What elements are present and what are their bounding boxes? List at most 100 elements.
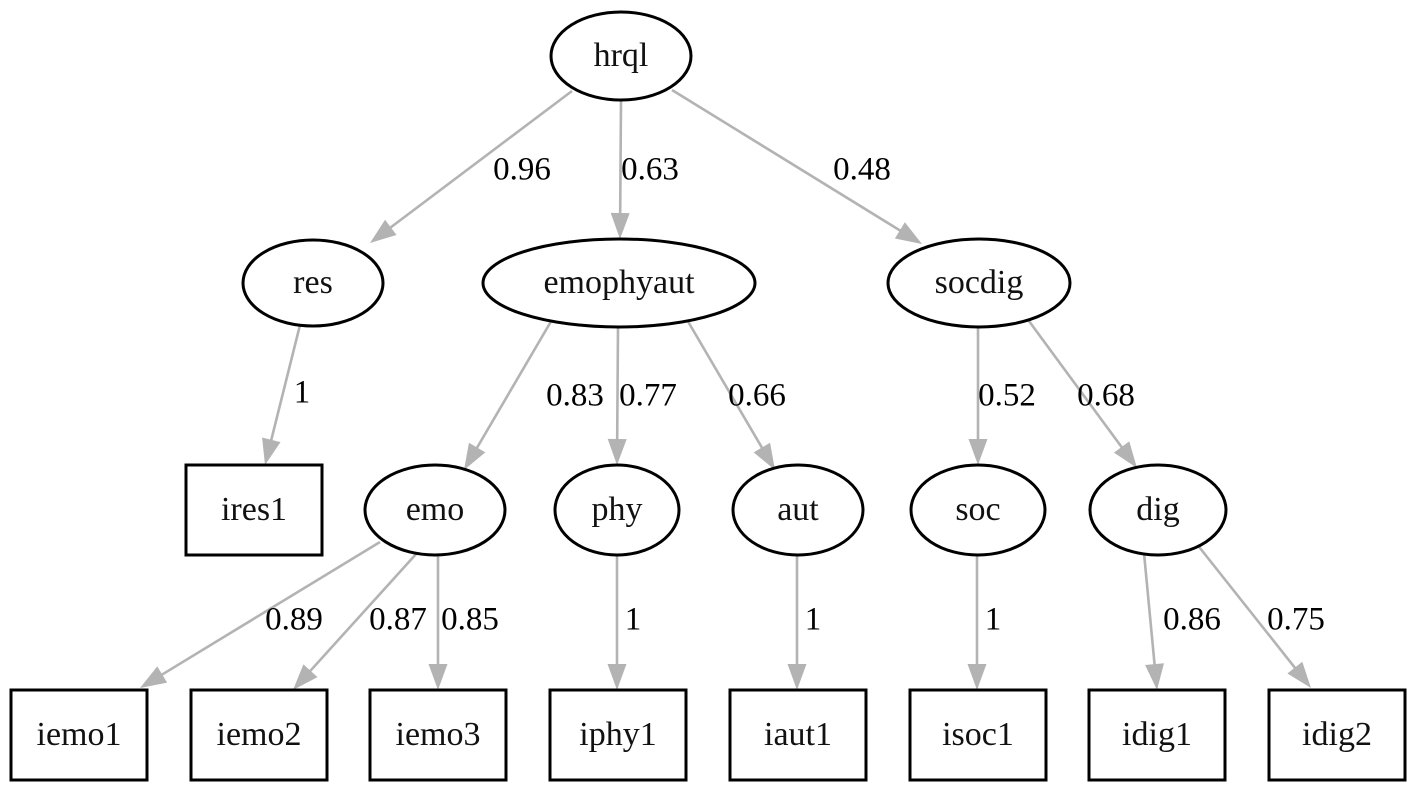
node-iemo2[interactable]: iemo2	[189, 688, 329, 782]
node-aut[interactable]: aut	[731, 463, 865, 557]
edge-emo-to-iemo1	[140, 540, 381, 688]
node-label: hrql	[594, 37, 649, 74]
arrow-head-icon	[968, 439, 988, 465]
node-label: emo	[406, 491, 465, 528]
arrow-head-icon	[464, 442, 486, 470]
arrow-head-icon	[262, 437, 281, 465]
arrow-head-icon	[1113, 441, 1137, 468]
node-socdig[interactable]: socdig	[886, 237, 1072, 329]
arrow-head-icon	[753, 442, 775, 470]
arrow-head-icon	[1145, 663, 1165, 690]
edge-coefficient-label: 0.96	[493, 152, 551, 188]
node-label: res	[293, 264, 333, 301]
node-label: iemo1	[37, 716, 122, 753]
observed-variable-rect	[1087, 688, 1227, 782]
node-label: socdig	[935, 264, 1024, 301]
edge-line	[1194, 542, 1299, 672]
node-label: soc	[955, 491, 1000, 528]
node-isoc1[interactable]: isoc1	[908, 688, 1048, 782]
arrow-head-icon	[607, 438, 627, 465]
node-label: aut	[777, 491, 819, 528]
edge-line	[1024, 316, 1126, 452]
node-dig[interactable]: dig	[1088, 463, 1228, 557]
arrow-head-icon	[787, 664, 807, 690]
edge-coefficient-label: 1	[985, 602, 1002, 638]
edge-emo-to-iemo3	[428, 555, 448, 690]
edge-line	[158, 540, 381, 678]
node-label: iphy1	[579, 716, 656, 753]
node-phy[interactable]: phy	[553, 463, 681, 557]
edge-res-to-ires1	[262, 324, 302, 465]
node-emophyaut[interactable]: emophyaut	[481, 237, 757, 329]
edge-line	[306, 552, 418, 675]
edge-line	[269, 324, 302, 444]
edge-line	[618, 99, 623, 218]
edge-coefficient-label: 0.66	[728, 378, 786, 414]
edge-line	[684, 317, 766, 452]
edge-coefficient-label: 0.48	[833, 152, 891, 188]
node-idig1[interactable]: idig1	[1087, 688, 1227, 782]
edge-socdig-to-soc	[968, 327, 988, 465]
latent-variable-ellipse	[1088, 463, 1228, 557]
node-idig2[interactable]: idig2	[1267, 688, 1407, 782]
node-label: phy	[592, 491, 643, 528]
arrow-head-icon	[370, 219, 397, 243]
latent-variable-ellipse	[909, 463, 1047, 557]
node-label: idig2	[1302, 716, 1372, 753]
node-label: iemo3	[396, 716, 481, 753]
edge-line	[671, 88, 904, 234]
edge-coefficient-label: 0.87	[369, 602, 427, 638]
node-soc[interactable]: soc	[909, 463, 1047, 557]
edge-coefficient-label: 0.75	[1267, 602, 1325, 638]
edge-hrql-to-emophyaut	[610, 99, 630, 239]
latent-variable-ellipse	[553, 463, 681, 557]
edge-dig-to-idig2	[1194, 542, 1311, 688]
edge-line	[1142, 552, 1157, 669]
edge-socdig-to-dig	[1024, 316, 1137, 468]
node-ires1[interactable]: ires1	[184, 463, 324, 557]
edge-emo-to-iemo2	[293, 552, 418, 690]
observed-variable-rect	[908, 688, 1048, 782]
edge-hrql-to-socdig	[671, 88, 922, 244]
latent-variable-ellipse	[549, 10, 693, 102]
node-iemo1[interactable]: iemo1	[9, 688, 149, 782]
edge-emophyaut-to-emo	[464, 317, 555, 470]
edge-aut-to-iaut1	[787, 555, 807, 690]
node-hrql[interactable]: hrql	[549, 10, 693, 102]
arrow-head-icon	[894, 222, 922, 244]
edge-coefficient-label: 0.86	[1163, 602, 1221, 638]
node-label: iemo2	[217, 716, 302, 753]
node-emo[interactable]: emo	[363, 463, 507, 557]
latent-variable-ellipse	[886, 237, 1072, 329]
node-label: isoc1	[942, 716, 1014, 753]
arrow-head-icon	[610, 212, 630, 239]
latent-variable-ellipse	[481, 237, 757, 329]
node-iemo3[interactable]: iemo3	[368, 688, 508, 782]
edge-emophyaut-to-phy	[607, 326, 627, 465]
edge-coefficient-label: 1	[625, 602, 642, 638]
edge-line	[473, 317, 555, 452]
arrow-head-icon	[967, 664, 987, 690]
observed-variable-rect	[184, 463, 324, 557]
edge-coefficient-label: 0.77	[619, 378, 677, 414]
latent-variable-ellipse	[731, 463, 865, 557]
edge-coefficient-label: 1	[805, 602, 822, 638]
arrow-head-icon	[607, 664, 627, 690]
edge-dig-to-idig1	[1142, 552, 1165, 690]
observed-variable-rect	[548, 688, 688, 782]
observed-variable-rect	[368, 688, 508, 782]
arrow-head-icon	[428, 664, 448, 690]
edge-coefficient-label: 0.52	[978, 378, 1036, 414]
node-iaut1[interactable]: iaut1	[728, 688, 868, 782]
node-res[interactable]: res	[241, 238, 385, 328]
node-iphy1[interactable]: iphy1	[548, 688, 688, 782]
edge-coefficient-label: 0.83	[546, 378, 604, 414]
edge-coefficient-label: 0.68	[1077, 378, 1135, 414]
latent-variable-ellipse	[363, 463, 507, 557]
node-label: emophyaut	[543, 264, 695, 301]
edge-line	[615, 326, 620, 444]
